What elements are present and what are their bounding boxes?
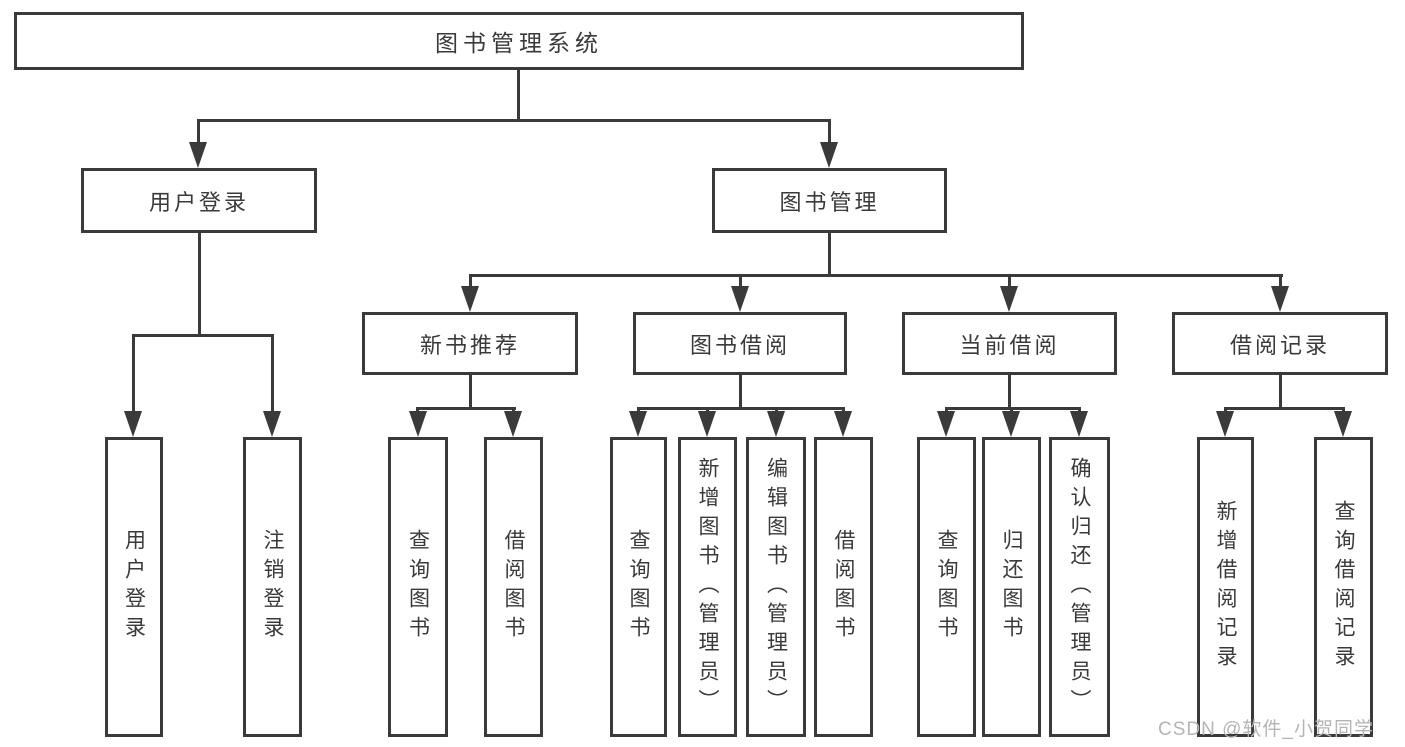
connector-line bbox=[198, 233, 201, 337]
node-leaf-br-query-record: 查询借阅记录 bbox=[1314, 437, 1373, 737]
connector-arrowhead bbox=[731, 286, 749, 312]
node-leaf-user-login: 用户登录 bbox=[105, 437, 163, 737]
node-new-book-recommendation: 新书推荐 bbox=[362, 312, 578, 375]
connector-line bbox=[469, 274, 472, 289]
connector-arrowhead bbox=[820, 142, 838, 168]
connector-arrowhead bbox=[189, 142, 207, 168]
connector-line bbox=[828, 233, 831, 277]
node-borrowing-records: 借阅记录 bbox=[1172, 312, 1388, 375]
node-leaf-br-add-record: 新增借阅记录 bbox=[1197, 437, 1254, 737]
node-leaf-bb-borrow-books: 借阅图书 bbox=[814, 437, 873, 737]
node-book-borrowing: 图书借阅 bbox=[633, 312, 847, 375]
connector-line bbox=[469, 375, 472, 410]
node-leaf-bb-edit-books-admin: 编辑图书（管理员） bbox=[746, 437, 806, 737]
node-root: 图书管理系统 bbox=[14, 12, 1024, 70]
connector-arrowhead bbox=[263, 411, 281, 437]
connector-line bbox=[828, 119, 831, 149]
connector-line bbox=[1279, 375, 1282, 410]
connector-line bbox=[739, 274, 742, 289]
connector-arrowhead bbox=[1271, 286, 1289, 312]
connector-arrowhead bbox=[1070, 411, 1088, 437]
connector-arrowhead bbox=[124, 411, 142, 437]
connector-line bbox=[1279, 274, 1282, 289]
connector-line bbox=[197, 119, 200, 149]
node-leaf-cb-return-books: 归还图书 bbox=[982, 437, 1041, 737]
node-current-borrowing: 当前借阅 bbox=[902, 312, 1117, 375]
connector-line bbox=[637, 407, 845, 410]
node-leaf-cb-confirm-return-admin: 确认归还（管理员） bbox=[1049, 437, 1110, 737]
connector-arrowhead bbox=[767, 411, 785, 437]
connector-line bbox=[739, 375, 742, 410]
connector-line bbox=[197, 119, 831, 122]
connector-line bbox=[416, 407, 516, 410]
connector-arrowhead bbox=[1000, 286, 1018, 312]
node-leaf-nb-borrow-books: 借阅图书 bbox=[484, 437, 543, 737]
node-leaf-logout: 注销登录 bbox=[243, 437, 302, 737]
connector-arrowhead bbox=[937, 411, 955, 437]
node-book-management: 图书管理 bbox=[712, 168, 947, 233]
node-leaf-cb-query-books: 查询图书 bbox=[917, 437, 976, 737]
connector-line bbox=[945, 407, 1081, 410]
connector-line bbox=[132, 334, 274, 337]
connector-line bbox=[271, 334, 274, 414]
connector-arrowhead bbox=[1002, 411, 1020, 437]
node-leaf-bb-query-books: 查询图书 bbox=[610, 437, 667, 737]
connector-line bbox=[469, 274, 1283, 277]
node-leaf-bb-add-books-admin: 新增图书（管理员） bbox=[678, 437, 737, 737]
connector-arrowhead bbox=[461, 286, 479, 312]
connector-line bbox=[517, 70, 520, 121]
connector-line bbox=[1224, 407, 1345, 410]
connector-arrowhead bbox=[504, 411, 522, 437]
connector-line bbox=[132, 334, 135, 414]
csdn-watermark: CSDN @软件_小贺同学 bbox=[1158, 719, 1374, 740]
node-leaf-nb-query-books: 查询图书 bbox=[388, 437, 448, 737]
connector-line bbox=[1008, 375, 1011, 410]
connector-arrowhead bbox=[629, 411, 647, 437]
connector-arrowhead bbox=[1216, 411, 1234, 437]
connector-arrowhead bbox=[698, 411, 716, 437]
connector-arrowhead bbox=[834, 411, 852, 437]
connector-arrowhead bbox=[1334, 411, 1352, 437]
node-user-login: 用户登录 bbox=[81, 168, 317, 233]
connector-line bbox=[1008, 274, 1011, 289]
connector-arrowhead bbox=[409, 411, 427, 437]
